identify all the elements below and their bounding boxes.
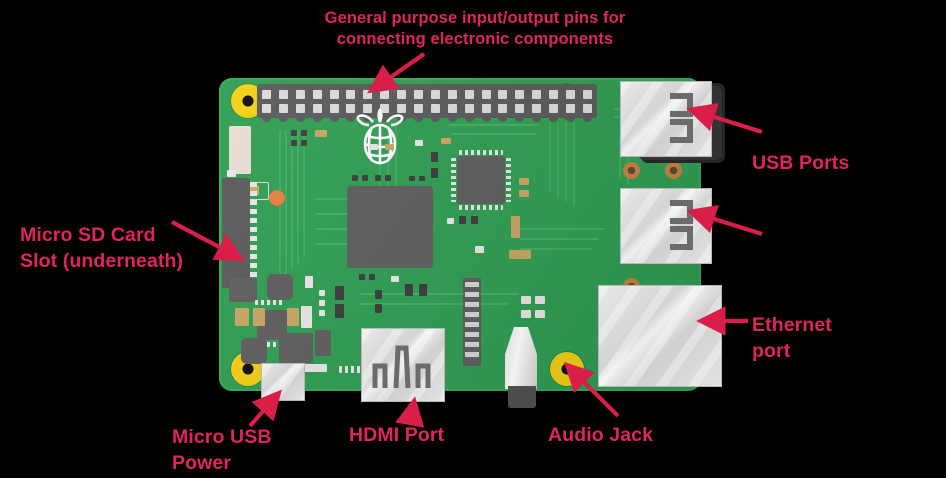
- composite-pin-strip: [463, 278, 481, 366]
- arrow-usb-bottom: [686, 205, 763, 237]
- arrow-audio: [563, 361, 620, 418]
- label-ethernet-port: Ethernet port: [752, 314, 832, 362]
- mounting-hole-top-left: [231, 84, 265, 118]
- jumper-pads: [227, 182, 269, 200]
- soc-chip: [347, 186, 433, 268]
- led: [269, 190, 285, 206]
- label-audio-jack: Audio Jack: [548, 424, 654, 446]
- arrow-hdmi: [395, 396, 425, 428]
- ethernet-port[interactable]: [598, 285, 722, 387]
- label-usb-ports: USB Ports: [752, 152, 850, 174]
- display-connector: [229, 126, 251, 174]
- label-hdmi-port: HDMI Port: [349, 424, 445, 446]
- arrow-usb-top: [686, 103, 763, 135]
- inductor: [267, 274, 293, 300]
- arrow-gpio: [367, 52, 426, 94]
- label-micro-usb-power: Micro USB Power: [172, 426, 272, 474]
- arrow-ethernet: [696, 306, 748, 336]
- audio-jack-base: [508, 386, 536, 408]
- label-micro-sd-card-slot: Micro SD Card Slot (underneath): [20, 224, 184, 272]
- hdmi-connector-glyph: [372, 345, 431, 389]
- arrow-micro-sd: [171, 220, 246, 261]
- raspberry-logo: [353, 107, 407, 173]
- arrow-micro-usb: [248, 389, 282, 428]
- mounting-hole-bottom-left: [231, 352, 265, 386]
- mounting-hole-top-right: [550, 84, 584, 118]
- label-gpio-pins: General purpose input/output pins for co…: [324, 9, 626, 48]
- usb-ethernet-controller-chip: [457, 156, 505, 204]
